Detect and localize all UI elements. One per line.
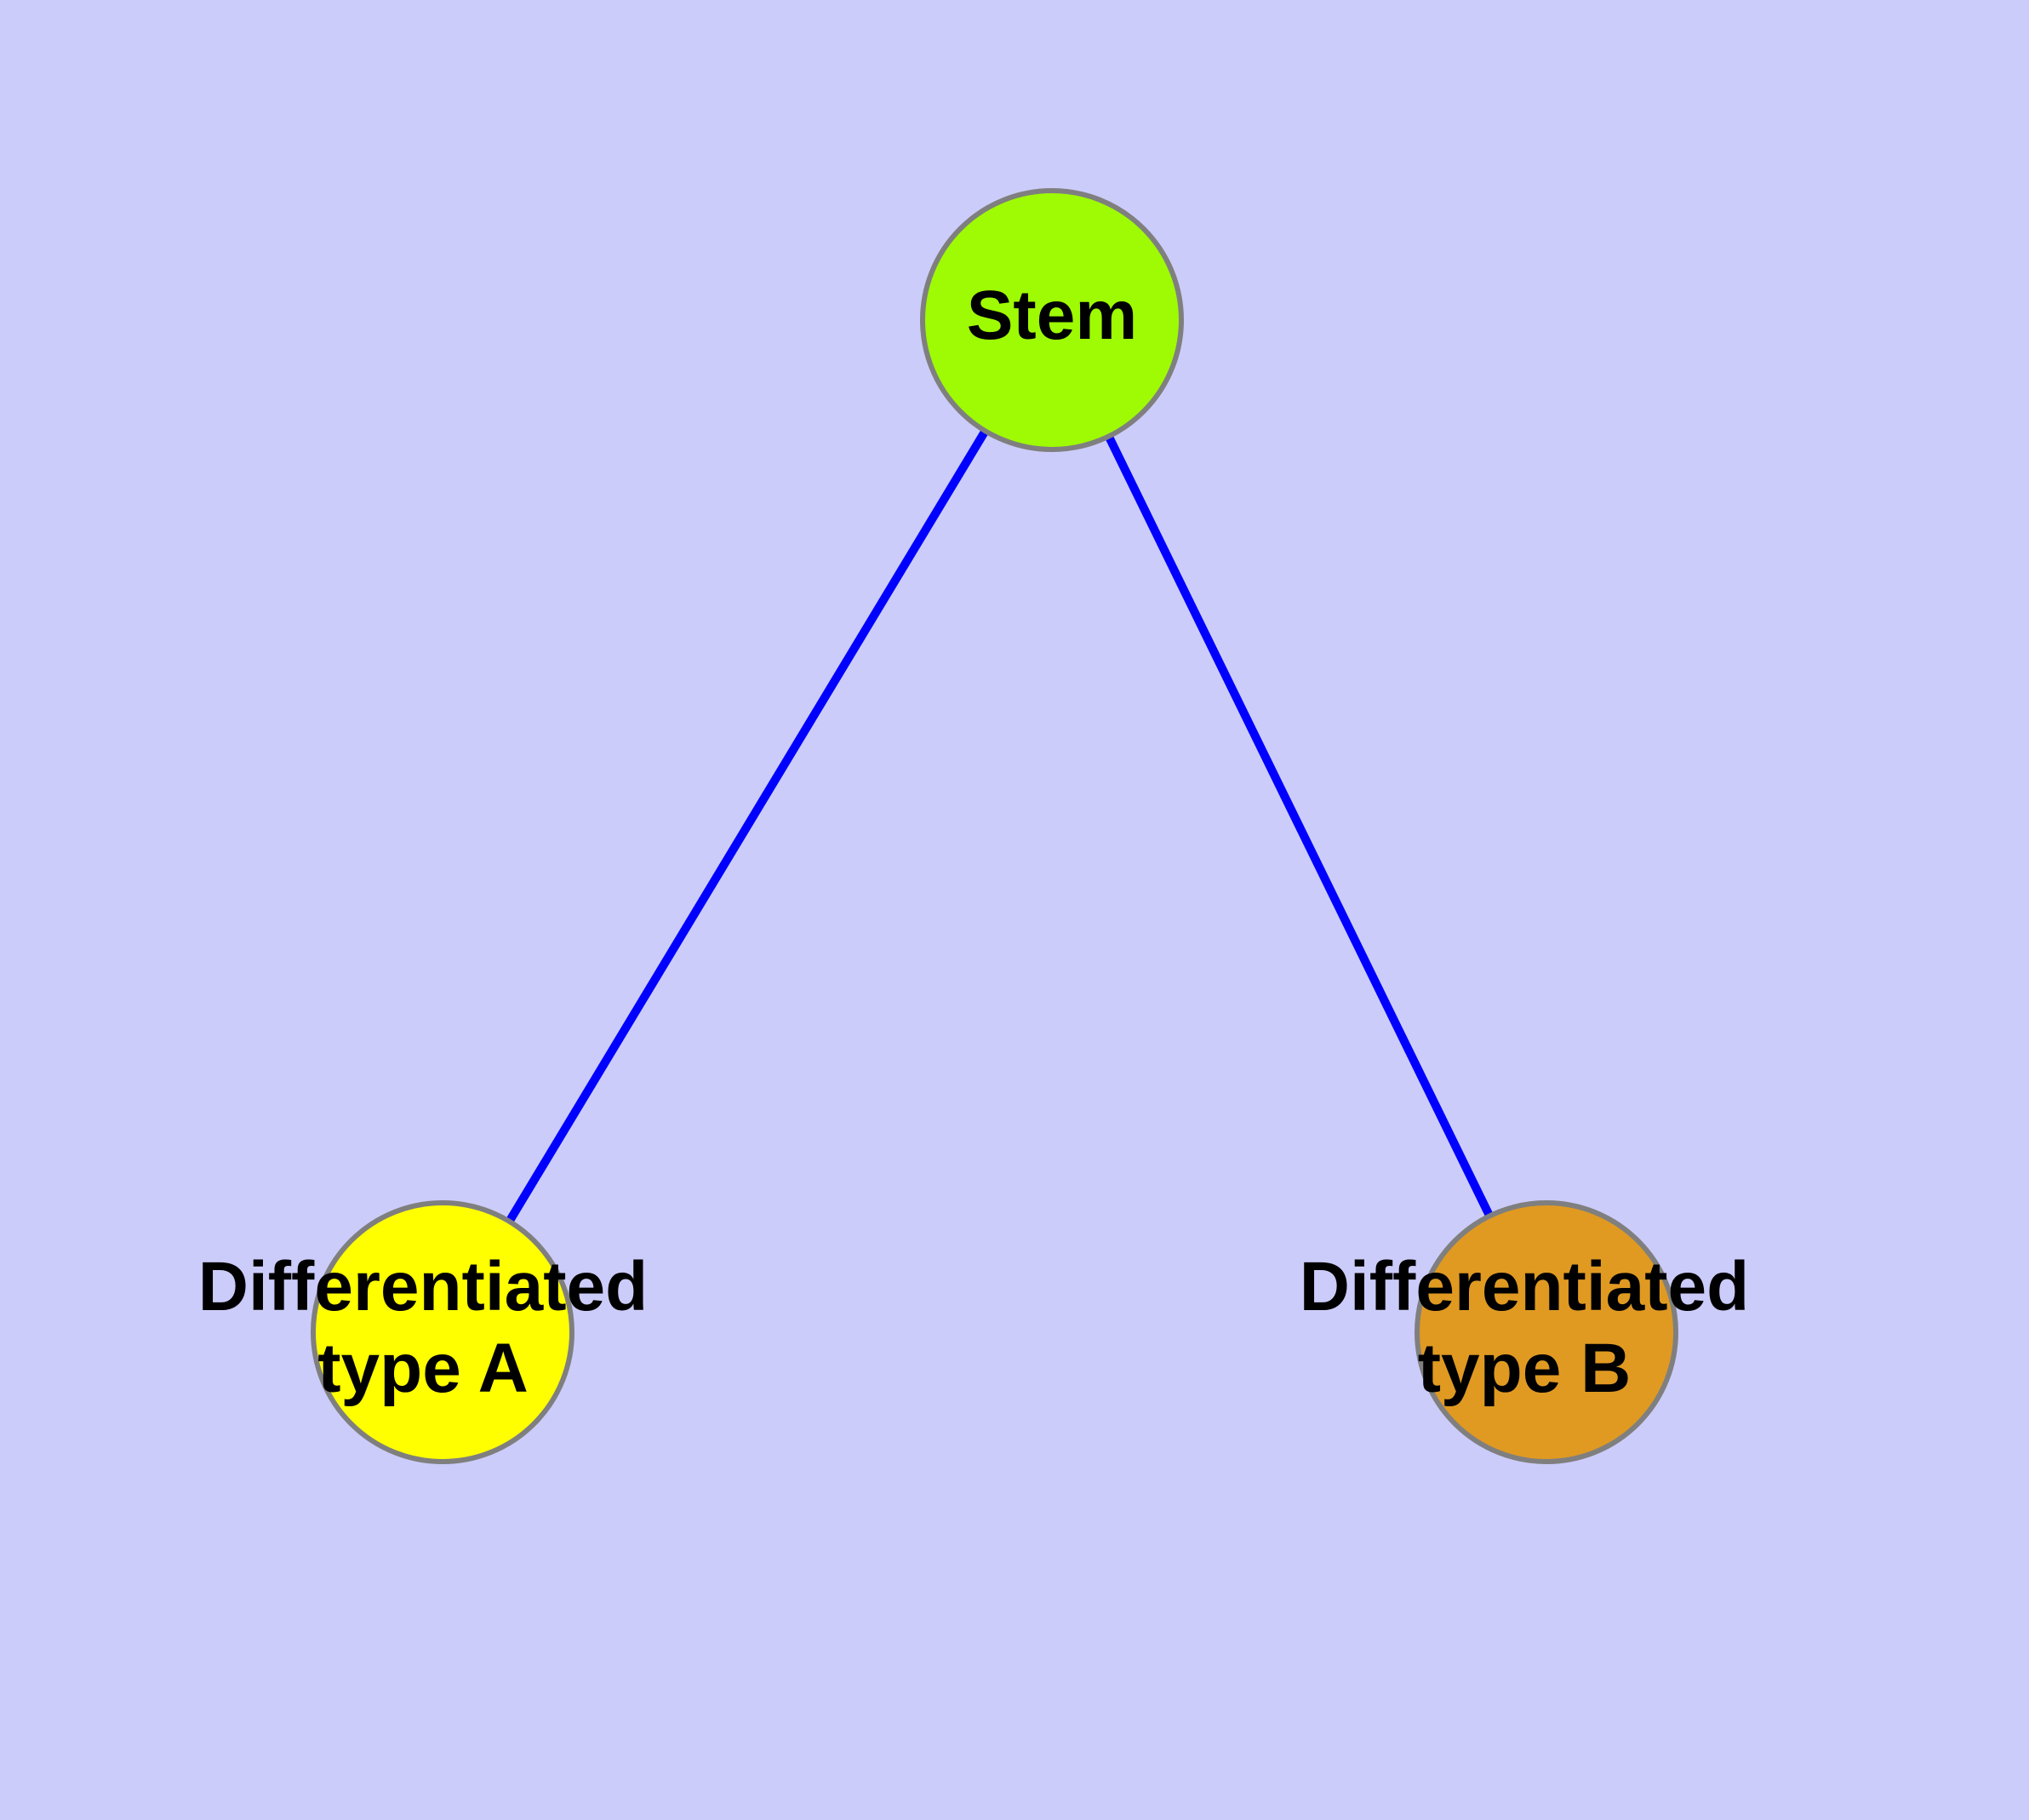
node-label-line: type B <box>1418 1330 1632 1407</box>
edge-stem-to-differentiated-type-a[interactable] <box>438 318 1056 1335</box>
node-differentiated-type-b[interactable] <box>1415 1200 1678 1464</box>
node-differentiated-type-a[interactable] <box>311 1200 574 1464</box>
edge-stem-to-differentiated-type-b[interactable] <box>1048 318 1551 1335</box>
nodes-group <box>311 188 1678 1464</box>
node-label-line: Stem <box>967 277 1138 354</box>
node-label-line: Differentiated <box>1300 1248 1750 1325</box>
node-label-line: type A <box>317 1330 529 1407</box>
edges-group <box>438 318 1551 1335</box>
node-label-stem: Stem <box>967 277 1138 354</box>
node-label-line: Differentiated <box>198 1248 649 1325</box>
node-stem[interactable] <box>920 188 1184 452</box>
